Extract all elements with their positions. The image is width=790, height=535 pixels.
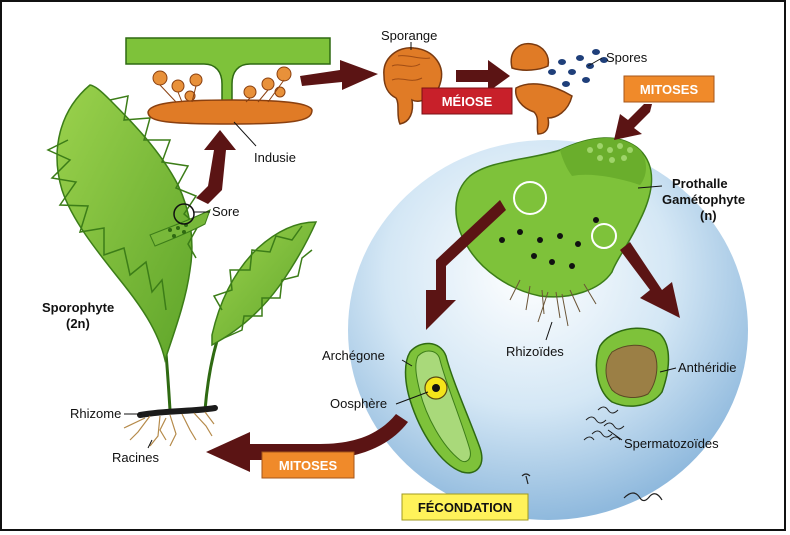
antheridie-label: Anthéridie <box>678 360 737 375</box>
arrow-sore-to-section <box>196 130 236 204</box>
mitoses-bottom-label: MITOSES <box>279 458 338 473</box>
mitoses-top-box: MITOSES <box>624 76 714 102</box>
oosphere-label: Oosphère <box>330 396 387 411</box>
sporophyte-label: Sporophyte <box>42 300 114 315</box>
arrow-spores-to-prothalle <box>614 104 652 140</box>
arrow-sporange-to-open <box>456 60 510 92</box>
gametophyte-label: Gamétophyte <box>662 192 745 207</box>
archegone-label: Archégone <box>322 348 385 363</box>
gametophyte-ploidy: (n) <box>700 208 717 223</box>
meiose-label: MÉIOSE <box>442 94 493 109</box>
spermatozoides-label: Spermatozoïdes <box>624 436 719 451</box>
mitoses-top-label: MITOSES <box>640 82 699 97</box>
prothalle-label: Prothalle <box>672 176 728 191</box>
rhizome-label: Rhizome <box>70 406 121 421</box>
fecondation-box: FÉCONDATION <box>402 494 528 520</box>
sporophyte-fern <box>48 85 316 446</box>
meiose-box: MÉIOSE <box>422 88 512 114</box>
spores-label: Spores <box>606 50 648 65</box>
mitoses-bottom-box: MITOSES <box>262 452 354 478</box>
indusie-label: Indusie <box>254 150 296 165</box>
sore-label: Sore <box>212 204 239 219</box>
sporange-label: Sporange <box>381 28 437 43</box>
racines-label: Racines <box>112 450 159 465</box>
sporophyte-ploidy: (2n) <box>66 316 90 331</box>
open-sporangium <box>511 44 608 134</box>
rhizoides-label: Rhizoïdes <box>506 344 564 359</box>
fecondation-label: FÉCONDATION <box>418 500 512 515</box>
sorus-cross-section <box>126 38 330 124</box>
